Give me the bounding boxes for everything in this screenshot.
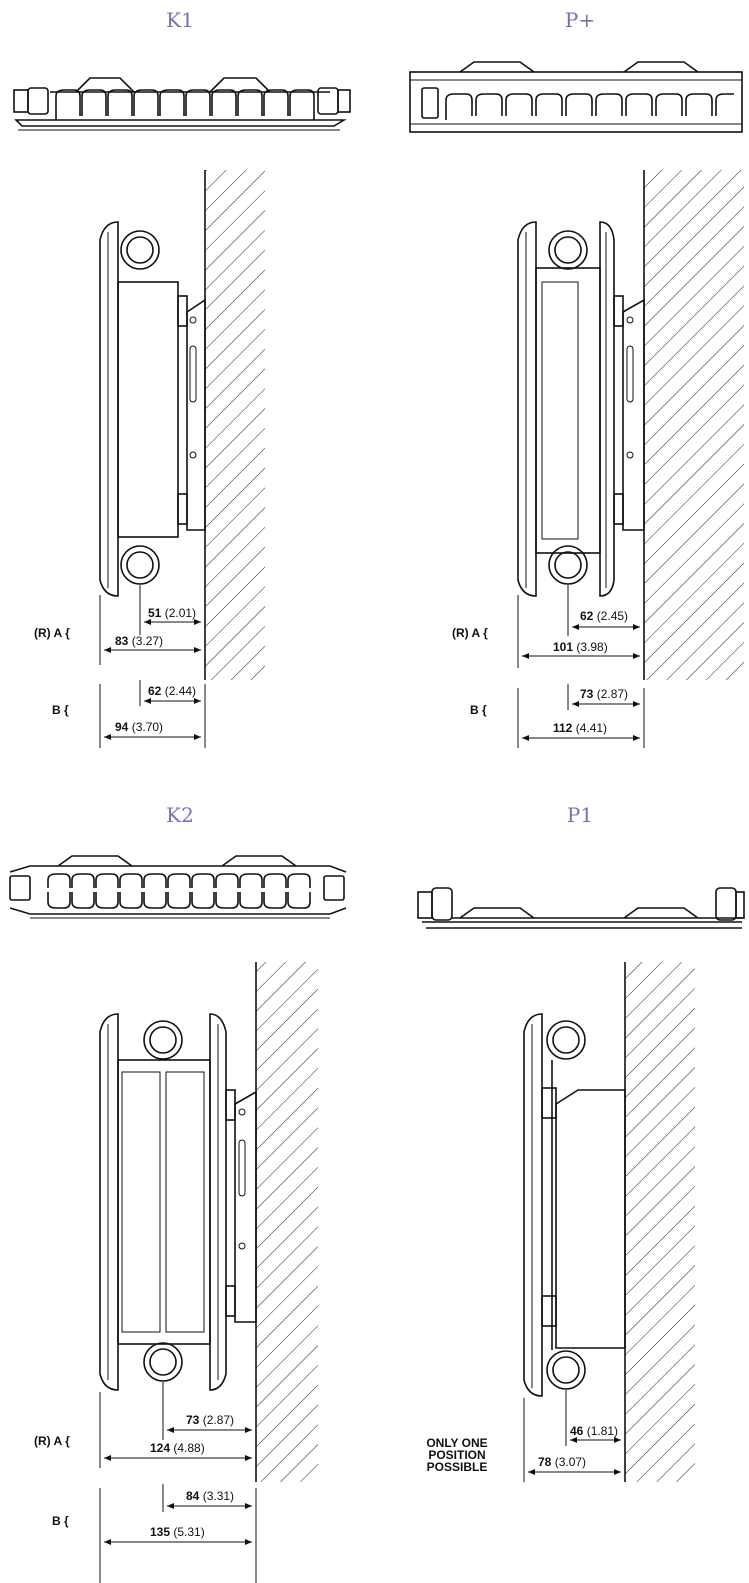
k2-title: K2 <box>166 803 194 827</box>
pplus-b-label: B { <box>470 703 487 717</box>
p1-title: P1 <box>566 803 594 827</box>
k1-a-inner: 51 (2.01) <box>148 606 196 620</box>
k1-b-inner: 62 (2.44) <box>148 684 196 698</box>
pplus-a-label: (R) A { <box>452 626 488 640</box>
k1-b-label: B { <box>52 703 69 717</box>
k1-a-outer: 83 (3.27) <box>115 634 163 648</box>
pplus-a-outer: 101 (3.98) <box>553 640 608 654</box>
pplus-title: P+ <box>564 8 596 32</box>
k1-a-label: (R) A { <box>34 626 70 640</box>
k2-b-outer: 135 (5.31) <box>150 1525 205 1539</box>
pplus-side-view <box>517 170 744 680</box>
pplus-dimensions: (R) A { 62 (2.45) 101 (3.98) B { 73 (2.8… <box>452 585 645 748</box>
k2-dimensions: (R) A { 73 (2.87) 124 (4.88) B { 84 (3.3… <box>34 1382 257 1583</box>
p1-a-outer: 78 (3.07) <box>538 1455 586 1469</box>
k2-a-label: (R) A { <box>34 1434 70 1448</box>
k1-b-outer: 94 (3.70) <box>115 720 163 734</box>
p1-a-inner: 46 (1.81) <box>570 1424 618 1438</box>
k2-top-view <box>9 855 347 919</box>
k1-top-view <box>13 77 351 131</box>
pplus-top-view <box>409 61 743 133</box>
p1-side-view <box>523 962 695 1482</box>
p1-top-view <box>417 887 745 929</box>
pplus-b-outer: 112 (4.41) <box>553 721 607 735</box>
p1-dimensions: 46 (1.81) 78 (3.07) <box>523 1390 626 1482</box>
k1-side-view <box>99 170 265 680</box>
pplus-b-inner: 73 (2.87) <box>580 687 628 701</box>
pplus-a-inner: 62 (2.45) <box>580 609 628 623</box>
k2-b-inner: 84 (3.31) <box>186 1489 234 1503</box>
k1-dimensions: (R) A { 51 (2.01) 83 (3.27) B { 62 (2.44… <box>34 585 206 748</box>
k2-b-label: B { <box>52 1514 69 1528</box>
k2-a-outer: 124 (4.88) <box>150 1441 205 1455</box>
k1-title: K1 <box>166 8 194 32</box>
k2-side-view <box>99 962 318 1482</box>
k2-a-inner: 73 (2.87) <box>186 1413 234 1427</box>
p1-position-note: ONLY ONE POSITION POSSIBLE <box>426 1436 488 1474</box>
